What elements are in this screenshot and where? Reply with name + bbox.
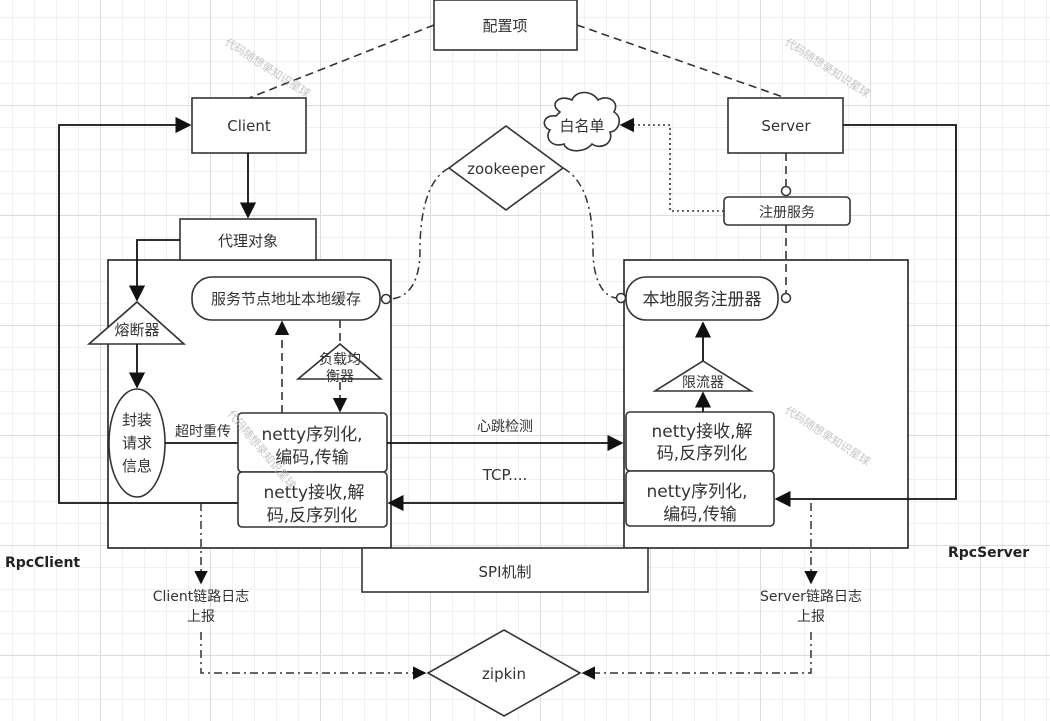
wrap-request-label-1: 封装 (122, 411, 152, 429)
whitelist-label: 白名单 (559, 117, 604, 135)
config-node[interactable] (433, 0, 578, 51)
timeout-retry-label: 超时重传 (175, 424, 231, 440)
spi-label: SPI机制 (479, 563, 532, 581)
proxy-to-breaker-edge (128, 239, 180, 302)
spi-node[interactable] (361, 547, 649, 593)
registry-zk-connector-icon (615, 292, 627, 304)
server-label: Server (761, 117, 811, 135)
local-cache-label: 服务节点地址本地缓存 (211, 290, 361, 308)
client-label: Client (227, 117, 271, 135)
server-send-label-2: 编码,传输 (663, 505, 736, 525)
config-to-server-edge (576, 24, 787, 99)
register-service-label: 注册服务 (759, 205, 815, 221)
zookeeper-node[interactable] (447, 125, 565, 211)
wrap-request-label-3: 信息 (122, 457, 152, 475)
server-send-node[interactable] (625, 470, 775, 527)
watermark-1: 代码随想录知识星球 (222, 35, 313, 101)
zookeeper-to-cache-edge (389, 167, 450, 300)
server-log-to-zipkin-edge (581, 632, 812, 680)
server-recv-label-2: 码,反序列化 (657, 444, 747, 464)
wrap-request-label-2: 请求 (122, 434, 152, 452)
rpc-client-label: RpcClient (5, 555, 80, 571)
client-send-label-1: netty序列化, (261, 425, 362, 445)
server-recv-label-1: netty接收,解 (651, 422, 752, 442)
proxy-label: 代理对象 (218, 232, 278, 250)
registry-connector-icon (780, 292, 792, 304)
register-to-whitelist-edge (619, 117, 724, 212)
client-recv-node[interactable] (237, 471, 388, 528)
server-log-label-1: Server链路日志 (760, 589, 862, 605)
heartbeat-label: 心跳检测 (477, 419, 533, 435)
client-node[interactable] (191, 97, 307, 154)
proxy-node[interactable] (179, 218, 317, 261)
watermark-2: 代码随想录知识星球 (782, 35, 873, 101)
rate-limiter-label: 限流器 (682, 375, 724, 391)
load-balancer-label-2: 衡器 (326, 369, 354, 385)
client-log-to-zipkin-edge (200, 632, 427, 680)
tcp-label: TCP.... (482, 466, 528, 484)
zipkin-node[interactable] (426, 629, 582, 717)
client-log-label-2: 上报 (187, 609, 215, 625)
rpc-server-label: RpcServer (948, 545, 1029, 561)
client-send-label-2: 编码,传输 (275, 448, 348, 468)
server-send-label-1: netty序列化, (646, 482, 747, 502)
zipkin-label: zipkin (482, 665, 526, 683)
server-to-send-loop-edge (774, 124, 957, 508)
client-recv-label-1: netty接收,解 (263, 483, 364, 503)
server-log-label-2: 上报 (797, 609, 825, 625)
whitelist-node[interactable] (543, 91, 621, 152)
config-label: 配置项 (482, 17, 527, 35)
client-recv-to-client-loop-edge (58, 116, 238, 504)
load-balancer-label-1: 负载均 (319, 352, 361, 368)
zookeeper-label: zookeeper (467, 160, 546, 178)
client-recv-label-2: 码,反序列化 (267, 506, 357, 526)
local-registry-label: 本地服务注册器 (643, 290, 762, 310)
register-connector-icon (780, 185, 792, 197)
local-cache-node[interactable] (191, 276, 381, 321)
config-to-client-edge (248, 24, 435, 99)
circuit-breaker-label: 熔断器 (114, 321, 159, 339)
client-log-label-1: Client链路日志 (153, 589, 250, 605)
rate-limiter-node[interactable] (652, 360, 754, 392)
server-node[interactable] (727, 97, 844, 154)
zookeeper-to-registry-edge (562, 167, 618, 299)
cache-connector-icon (380, 293, 392, 305)
load-balancer-node[interactable] (295, 342, 384, 380)
